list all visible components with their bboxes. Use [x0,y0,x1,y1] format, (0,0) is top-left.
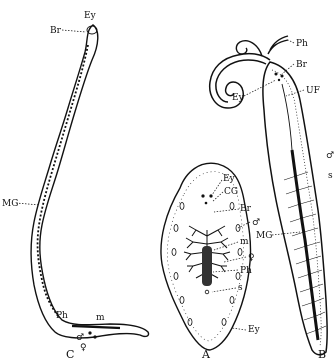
b-label-uf: UF [306,86,320,96]
c-label-female: ♀ [80,343,87,353]
a-lead-cg [212,192,223,202]
a-caption: A [201,348,211,361]
b-label-s: s [328,171,333,181]
a-label-ey: Ey [223,174,236,184]
b-caption: B [318,348,326,361]
c-caption: C [66,348,74,361]
worm-c-gonopore-female [93,335,96,338]
b-lead-uf [286,90,304,96]
b-label-ey: Ey [232,93,245,103]
b-label-mg: MG [256,231,272,241]
worm-b-pharynx-tube [268,36,288,54]
a-label-cg: CG [224,187,238,197]
panel-a: Ey CG Br ♂ m ♀ Ph s Ey A [161,163,261,361]
c-label-mg: MG [2,199,18,209]
panel-c: Ey Br MG Ph m ♂ ♀ C [2,11,149,361]
a-lead-m [214,242,238,250]
b-label-br: Br [296,60,308,70]
c-label-ph: Ph [56,311,68,321]
worm-a-mouth [205,290,209,294]
a-label-ey2: Ey [248,325,261,335]
c-label-m: m [96,313,105,323]
c-label-br: Br [50,26,62,36]
worm-a-pharynx [202,246,212,286]
worm-b-gut-rungs [284,172,326,334]
a-lead-br [214,209,239,212]
c-lead-mg [16,203,40,205]
worm-a-eyes [201,194,212,204]
a-label-female: ♀ [248,253,255,263]
a-lead-ey2 [232,328,246,330]
worm-c-gonopore-male [88,331,91,334]
a-label-ph: Ph [240,266,252,276]
b-lead-ph [288,40,294,43]
worm-b-uterus [282,84,292,150]
c-label-ey: Ey [84,11,97,21]
worm-c-pharynx [72,326,120,328]
a-lead-ey [212,180,222,195]
a-label-m: m [240,237,249,247]
worm-b-gut [292,150,318,340]
b-label-ph: Ph [296,39,308,49]
b-label-male: ♂ [326,151,334,161]
c-lead-br [62,30,86,32]
a-lead-s [212,288,236,292]
a-lead-ph [213,270,238,272]
c-label-male: ♂ [76,333,84,343]
b-lead-ey [244,80,276,96]
a-label-male: ♂ [252,218,260,228]
worm-c-body [31,25,149,338]
panel-b: Ph Br Ey UF ♂ s MG B [210,36,334,361]
a-label-s: s [238,283,243,293]
a-label-br: Br [240,204,252,214]
